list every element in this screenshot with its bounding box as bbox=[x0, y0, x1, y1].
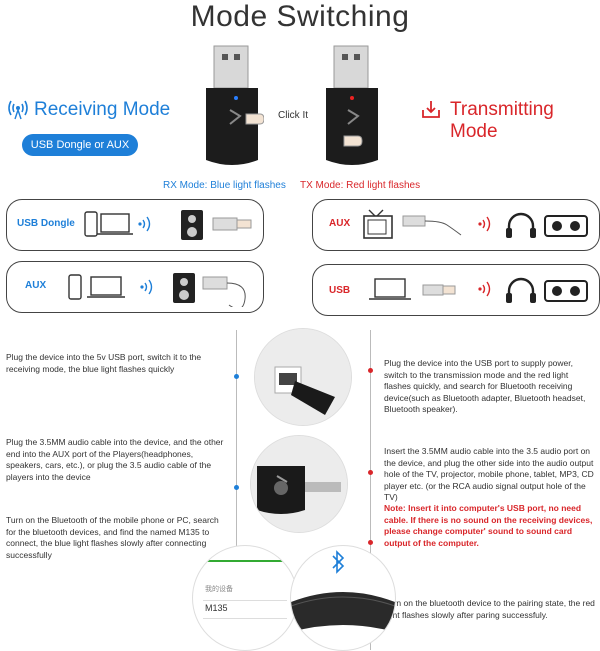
tx-caption: TX Mode: Red light flashes bbox=[300, 180, 420, 191]
phone-divider bbox=[203, 618, 287, 619]
left-dot bbox=[234, 485, 239, 490]
bluetooth-icon bbox=[332, 550, 345, 574]
right-step-4: Turn on the bluetooth device to the pair… bbox=[384, 598, 595, 620]
left-step-2: Plug the 3.5MM audio cable into the devi… bbox=[6, 437, 224, 482]
right-step-1: Plug the device into the USB port to sup… bbox=[384, 358, 586, 414]
transmitting-mode-title: Transmitting Mode bbox=[450, 99, 554, 142]
left-dot bbox=[234, 374, 239, 379]
left-timeline-line bbox=[236, 330, 237, 650]
mode-badge: USB Dongle or AUX bbox=[22, 134, 138, 156]
rx-caption: RX Mode: Blue light flashes bbox=[163, 180, 286, 191]
rx-aux-devices-image bbox=[68, 273, 246, 307]
antenna-icon bbox=[6, 96, 30, 120]
tx-usb-label: USB bbox=[329, 285, 351, 296]
phone-divider bbox=[203, 600, 287, 601]
right-step-note: Note: Insert it into computer's USB port… bbox=[384, 503, 593, 548]
speaker-photo bbox=[290, 545, 396, 651]
rx-usb-devices-image bbox=[84, 210, 252, 240]
tx-usb-devices-image bbox=[369, 277, 588, 303]
phone-screen-photo: 我的设备 M135 bbox=[192, 545, 298, 651]
phone-screen-header: 我的设备 bbox=[205, 586, 233, 593]
dongle-red-image bbox=[322, 42, 382, 168]
progress-strip bbox=[193, 560, 297, 562]
left-step-1: Plug the device into the 5v USB port, sw… bbox=[6, 352, 202, 374]
receiving-mode-title: Receiving Mode bbox=[34, 99, 171, 120]
right-dot bbox=[368, 368, 373, 373]
tx-aux-panel: AUX bbox=[312, 199, 600, 251]
rx-usb-label: USB Dongle bbox=[17, 218, 75, 229]
left-step-3: Turn on the Bluetooth of the mobile phon… bbox=[6, 515, 219, 560]
aux-cable-photo bbox=[250, 435, 348, 533]
phone-device-name[interactable]: M135 bbox=[205, 603, 228, 613]
right-timeline-line bbox=[370, 330, 371, 650]
rx-caption-label: RX Mode: bbox=[163, 180, 208, 191]
page-title: Mode Switching bbox=[190, 0, 410, 33]
tx-usb-panel: USB bbox=[312, 264, 600, 316]
tx-caption-label: TX Mode: bbox=[300, 180, 344, 191]
tx-caption-text: Red light flashes bbox=[346, 180, 421, 191]
rx-caption-text: Blue light flashes bbox=[210, 180, 286, 191]
right-dot bbox=[368, 470, 373, 475]
click-it-label: Click It bbox=[278, 110, 308, 121]
rx-usb-panel: USB Dongle bbox=[6, 199, 264, 251]
rx-aux-label: AUX bbox=[25, 280, 47, 291]
usb-plug-photo bbox=[254, 328, 352, 426]
right-step-2: Insert the 3.5MM audio cable into the 3.… bbox=[384, 446, 594, 502]
download-icon bbox=[420, 98, 442, 120]
right-dot bbox=[368, 540, 373, 545]
rx-aux-panel: AUX bbox=[6, 261, 264, 313]
dongle-blue-image bbox=[200, 42, 265, 168]
tx-aux-label: AUX bbox=[329, 218, 351, 229]
tx-aux-devices-image bbox=[363, 209, 588, 239]
